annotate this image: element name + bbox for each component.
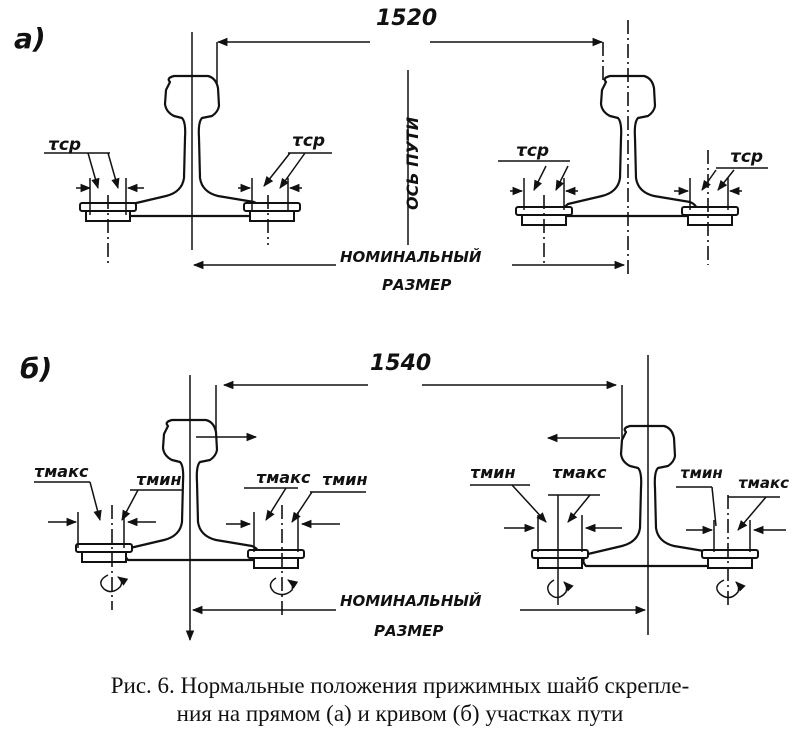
panel-b-label: б) bbox=[20, 352, 52, 385]
nominal-size-label-a: НОМИНАЛЬНЫЙ bbox=[340, 247, 482, 266]
caption-line-1: Рис. 6. Нормальные положения прижимных ш… bbox=[110, 673, 690, 698]
rail-left-a bbox=[126, 74, 263, 218]
clearance-label: τср bbox=[730, 147, 763, 167]
leader-arrow bbox=[701, 169, 717, 191]
leader-arrow bbox=[511, 484, 547, 523]
gauge-dimension-b: 1540 bbox=[370, 351, 431, 376]
nominal-size-label-b: НОМИНАЛЬНЫЙ bbox=[340, 591, 482, 610]
rail-right-b bbox=[582, 424, 719, 568]
washer-b-3 bbox=[531, 549, 589, 569]
leader-arrow bbox=[555, 165, 569, 191]
panel-a-label: а) bbox=[14, 22, 46, 55]
washer-b-2 bbox=[247, 549, 305, 569]
leader-arrow bbox=[737, 496, 767, 531]
clearance-label: τмин bbox=[680, 464, 723, 482]
leader-arrow bbox=[87, 152, 100, 190]
rotation-arrow-icon bbox=[547, 579, 574, 599]
leader-arrow bbox=[291, 491, 313, 523]
rotation-arrow-icon bbox=[716, 579, 746, 599]
rotation-arrow-icon bbox=[269, 577, 299, 596]
rotation-arrow-icon bbox=[100, 574, 129, 593]
nominal-size-label-b-2: РАЗМЕР bbox=[374, 622, 443, 640]
gauge-dimension-a: 1520 bbox=[376, 6, 437, 31]
clearance-label: τмакс bbox=[552, 463, 607, 482]
leader-arrow bbox=[263, 152, 291, 187]
leader-arrow bbox=[265, 487, 287, 521]
rail-fastening-diagram: а) 1520 ОСЬ ПУТИ τср τср bbox=[14, 6, 789, 642]
panel-a: а) 1520 ОСЬ ПУТИ τср τср bbox=[14, 6, 768, 294]
leader-arrow bbox=[107, 152, 120, 190]
clearance-label: τмакс bbox=[34, 462, 89, 481]
clearance-label: τср bbox=[48, 135, 81, 155]
clearance-label: τср bbox=[516, 141, 549, 161]
leader-arrow bbox=[89, 481, 102, 522]
caption-line-2: ния на прямом (а) и кривом (б) участках … bbox=[176, 701, 624, 726]
track-axis-label: ОСЬ ПУТИ bbox=[403, 116, 422, 210]
clearance-label: τмин bbox=[136, 470, 182, 489]
clearance-label: τмин bbox=[322, 470, 368, 489]
leader-arrow bbox=[567, 494, 591, 523]
clearance-label: τмакс bbox=[256, 468, 311, 487]
leader-arrow bbox=[717, 169, 735, 191]
figure-caption: Рис. 6. Нормальные положения прижимных ш… bbox=[0, 672, 800, 728]
nominal-size-label-a-2: РАЗМЕР bbox=[382, 276, 451, 294]
leader-arrow bbox=[711, 486, 717, 527]
rail-right-a bbox=[562, 74, 699, 218]
clearance-label: τмин bbox=[470, 463, 516, 482]
panel-b: б) 1540 τмакс τмин τмакс τмин bbox=[20, 351, 789, 642]
leader-arrow bbox=[279, 152, 306, 189]
washer-b-4 bbox=[701, 549, 759, 569]
clearance-label: τср bbox=[292, 131, 325, 151]
leader-arrow bbox=[533, 165, 547, 191]
clearance-label: τмакс bbox=[738, 474, 789, 492]
